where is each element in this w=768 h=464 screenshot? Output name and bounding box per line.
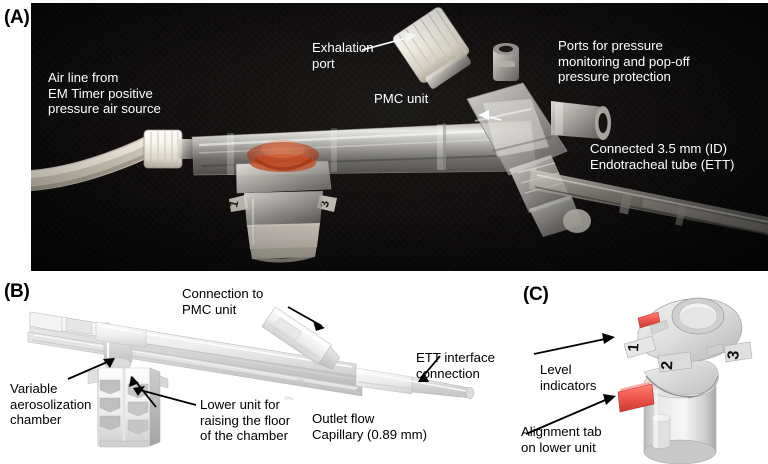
pmc-unit-label: PMC unit	[374, 91, 429, 106]
outlet-flow-label: Outlet flow Capillary (0.89 mm)	[312, 411, 428, 442]
exhalation-port-label: Exhalation port	[312, 40, 374, 71]
ports-pressure-label: Ports for pressure monitoring and pop-of…	[558, 38, 690, 85]
panel-a-letter: (A)	[4, 7, 30, 28]
svg-text:2: 2	[659, 361, 676, 371]
connection-pmc-label: Connection to PMC unit	[182, 286, 264, 317]
air-line-label: Air line from EM Timer positive pressure…	[48, 70, 161, 117]
ett-interface-label: ETT interface connection	[416, 350, 495, 381]
photo-vignette	[31, 3, 768, 271]
svg-text:1: 1	[625, 343, 643, 353]
variable-chamber-label: Variable aerosolization chamber	[10, 381, 92, 428]
panel-c-letter: (C)	[523, 284, 549, 305]
svg-text:3: 3	[725, 350, 743, 361]
ett-label: Connected 3.5 mm (ID) Endotracheal tube …	[590, 141, 735, 172]
alignment-tab-label: Alignment tab on lower unit	[521, 424, 602, 455]
panel-b-letter: (B)	[4, 281, 30, 302]
svg-text:1/PC: 1/PC	[296, 377, 306, 383]
level-indicators-label: Level indicators	[540, 362, 597, 393]
lower-unit-label: Lower unit for raising the floor of the …	[200, 397, 291, 444]
